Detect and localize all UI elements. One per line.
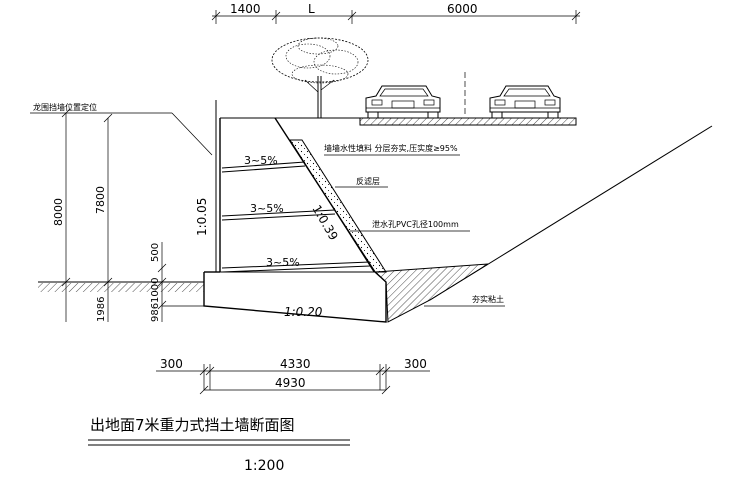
ratio-base: 1:0.20: [284, 305, 323, 319]
backfill-label: 墙墙水性填料 分层夯实,压实度≥95%: [324, 143, 458, 153]
car-icon: [365, 85, 441, 119]
drain-label: 泄水孔PVC孔径100mm: [372, 219, 459, 229]
title-block: 出地面7米重力式挡土墙断面图 1:200: [88, 416, 350, 474]
ratio-front: 1:0.05: [195, 198, 209, 236]
vertical-dimensions: 8000 7800 500 1986 986 1000: [52, 108, 204, 322]
dim-L: L: [308, 2, 315, 16]
slope-label: 3~5%: [250, 202, 284, 215]
dim-1400: 1400: [230, 2, 261, 16]
dim-300-left: 300: [160, 357, 183, 371]
dim-500: 500: [150, 243, 161, 262]
wall-position-label: 龙围挡墙位置定位: [33, 102, 97, 112]
drain-pipes: 3~5% 3~5% 3~5%: [221, 154, 371, 273]
ground-surface: [38, 281, 204, 292]
filter-label: 反滤层: [356, 176, 380, 186]
dim-300-right: 300: [404, 357, 427, 371]
dim-986: 986: [150, 303, 161, 322]
top-dimension: 1400 L 6000: [211, 2, 581, 24]
drawing-title: 出地面7米重力式挡土墙断面图: [90, 416, 295, 434]
dim-4930: 4930: [275, 376, 306, 390]
slope-label: 3~5%: [244, 154, 278, 167]
callouts: 墙墙水性填料 分层夯实,压实度≥95% 反滤层 泄水孔PVC孔径100mm 夯实…: [324, 143, 505, 307]
clay-label: 夯实粘土: [472, 294, 504, 304]
dim-1986: 1986: [96, 297, 107, 322]
dim-6000: 6000: [447, 2, 478, 16]
dim-8000: 8000: [52, 198, 65, 226]
wall-position-leader: 龙围挡墙位置定位: [30, 100, 217, 160]
rammed-clay: [373, 263, 489, 323]
tree-icon: [271, 37, 369, 118]
dim-4330: 4330: [280, 357, 311, 371]
dim-1000: 1000: [150, 278, 161, 303]
filter-layer: [289, 139, 387, 273]
pavement: [220, 117, 577, 126]
drawing-scale: 1:200: [244, 458, 284, 474]
car-icon: [489, 85, 561, 119]
bottom-dimensions: 300 4330 300 4930: [156, 357, 430, 395]
slope-label: 3~5%: [266, 256, 300, 269]
dim-7800: 7800: [94, 186, 107, 214]
